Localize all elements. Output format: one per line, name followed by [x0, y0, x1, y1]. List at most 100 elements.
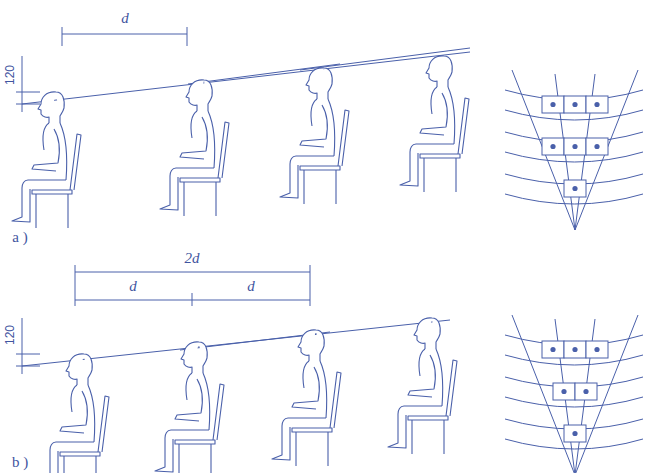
- seated-person: [160, 80, 229, 216]
- figure-outline: [38, 92, 64, 123]
- seat: [553, 383, 575, 400]
- figure-outline: [218, 122, 229, 178]
- seat: [542, 341, 564, 358]
- figure-outline: [98, 396, 109, 452]
- figure-outline: [179, 444, 211, 473]
- figure-outline: [203, 373, 210, 430]
- figure-outline: [60, 123, 67, 180]
- figure-outline: [408, 355, 435, 397]
- seat: [586, 138, 608, 155]
- figure-outline: [12, 180, 66, 222]
- seat: [564, 180, 586, 197]
- drawn-line: [16, 92, 40, 93]
- seated-person: [388, 318, 457, 454]
- figure-outline: [408, 416, 448, 420]
- figure-outline: [160, 168, 214, 210]
- figure-outline: [60, 391, 87, 433]
- seat: [564, 138, 586, 155]
- figure-outline: [420, 154, 460, 158]
- dimension-label: d: [247, 279, 255, 294]
- figure-outline: [208, 111, 215, 168]
- drawn-line: [22, 52, 470, 104]
- figure-outline: [272, 418, 326, 460]
- drawn-line: [192, 293, 193, 306]
- figure-outline: [181, 342, 207, 373]
- seat: [542, 138, 564, 155]
- figure-outline: [71, 385, 77, 412]
- dimension-label: 120: [4, 65, 16, 85]
- figure-outline: [180, 117, 207, 159]
- figure-label: b ): [12, 455, 28, 470]
- figure-outline: [306, 68, 332, 99]
- figure-outline: [303, 361, 309, 388]
- seated-person: [40, 354, 109, 473]
- figure-outline: [180, 178, 220, 182]
- eye-dot: [550, 347, 555, 352]
- dimension-label: 2d: [185, 251, 200, 266]
- figure-outline: [60, 452, 100, 456]
- dimension-label: d: [121, 11, 129, 26]
- figure-outline: [64, 456, 96, 473]
- drawn-line: [187, 27, 188, 46]
- seat: [586, 96, 608, 113]
- figure-outline: [446, 360, 457, 416]
- figure-outline: [458, 98, 469, 154]
- figure-outline: [175, 379, 202, 421]
- figure-outline: [311, 99, 317, 126]
- drawn-line: [75, 272, 310, 273]
- figure-outline: [186, 80, 212, 111]
- eye-dot: [594, 102, 599, 107]
- seat: [542, 96, 564, 113]
- eye-dot: [583, 389, 588, 394]
- figure-outline: [296, 432, 328, 466]
- drawn-line: [62, 27, 63, 46]
- eye-dot: [572, 186, 577, 191]
- eye-dot: [572, 347, 577, 352]
- eye-dot: [572, 431, 577, 436]
- eye-dot: [550, 144, 555, 149]
- seat: [564, 341, 586, 358]
- figure-outline: [184, 182, 216, 216]
- drawn-line: [62, 34, 187, 35]
- figure-outline: [88, 385, 95, 442]
- eye-dot: [550, 102, 555, 107]
- figure-outline: [186, 373, 192, 400]
- seated-person: [12, 92, 81, 228]
- drawn-line: [16, 366, 40, 367]
- dimension-label: 120: [4, 325, 16, 345]
- seat: [586, 341, 608, 358]
- figure-outline: [388, 406, 442, 448]
- figure-outline: [426, 56, 452, 87]
- seat: [564, 425, 586, 442]
- seated-person: [272, 330, 341, 466]
- seat-plan: [505, 70, 643, 230]
- dimension-label: d: [129, 279, 137, 294]
- figure-outline: [191, 111, 197, 138]
- seat: [564, 96, 586, 113]
- figure-outline: [175, 440, 215, 444]
- figure-outline: [66, 354, 92, 385]
- figure-outline: [292, 428, 332, 432]
- eye-dot: [561, 389, 566, 394]
- figure-outline: [213, 384, 224, 440]
- figure-outline: [424, 158, 456, 192]
- figure-outline: [431, 87, 437, 114]
- seated-person: [280, 68, 349, 204]
- eye-dot: [594, 144, 599, 149]
- drawn-line: [16, 104, 40, 105]
- figure-outline: [400, 144, 454, 186]
- seat: [575, 383, 597, 400]
- figure-outline: [40, 442, 94, 473]
- figure-outline: [448, 87, 455, 144]
- figure-outline: [420, 93, 447, 135]
- figure-outline: [32, 190, 72, 194]
- figure-outline: [280, 156, 334, 198]
- figure-label: a ): [12, 230, 27, 245]
- figure-outline: [328, 99, 335, 156]
- figure-outline: [300, 166, 340, 170]
- figure-outline: [298, 330, 324, 361]
- eye-dot: [572, 102, 577, 107]
- figure-outline: [32, 129, 59, 171]
- figure-outline: [155, 430, 209, 472]
